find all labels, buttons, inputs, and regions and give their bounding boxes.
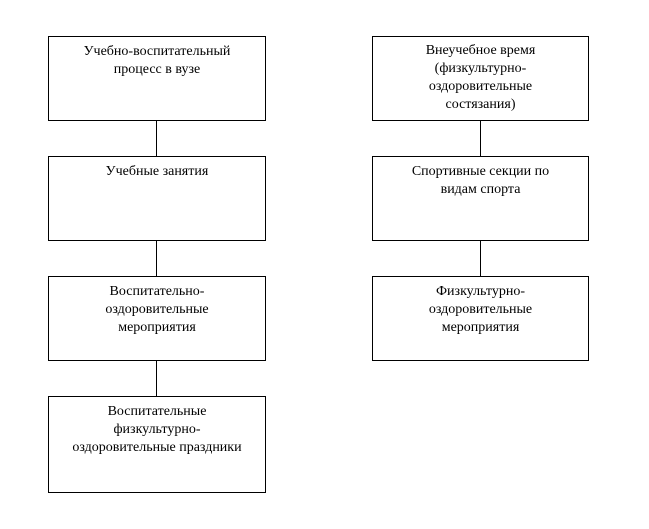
connector-line: [480, 121, 481, 156]
node-sports-festivals: Воспитательные физкультурно- оздоровител…: [48, 396, 266, 493]
node-extracurricular-time: Внеучебное время (физкультурно- оздорови…: [372, 36, 589, 121]
connector-line: [156, 241, 157, 276]
node-health-events: Воспитательно- оздоровительные мероприят…: [48, 276, 266, 361]
connector-line: [156, 361, 157, 396]
node-classes: Учебные занятия: [48, 156, 266, 241]
connector-line: [156, 121, 157, 156]
node-sports-sections: Спортивные секции по видам спорта: [372, 156, 589, 241]
node-fitness-events: Физкультурно- оздоровительные мероприяти…: [372, 276, 589, 361]
node-educational-process: Учебно-воспитательный процесс в вузе: [48, 36, 266, 121]
connector-line: [480, 241, 481, 276]
